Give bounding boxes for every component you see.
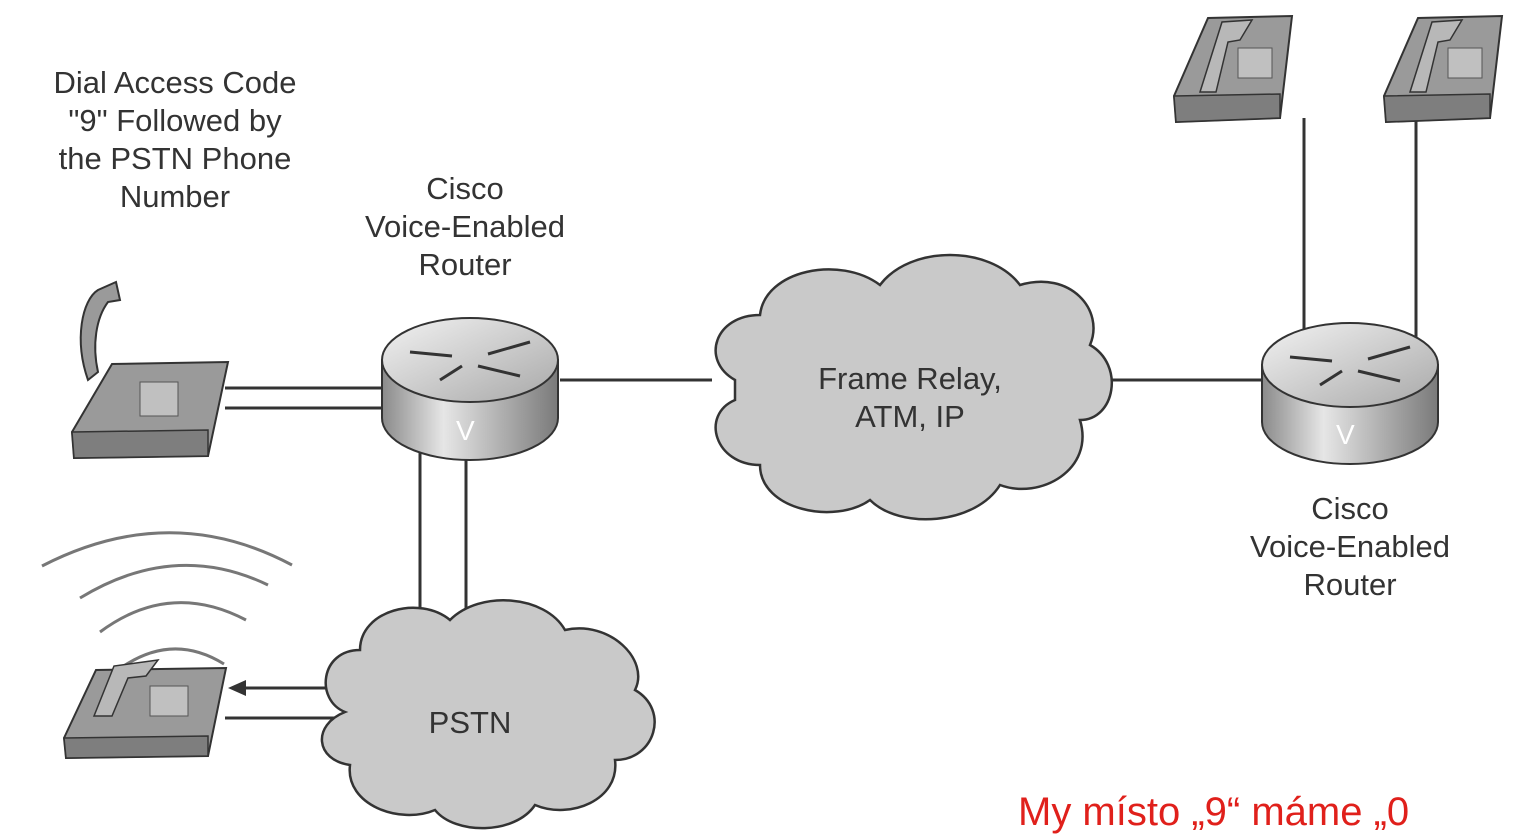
- router-right-label: Cisco Voice-Enabled Router: [1215, 490, 1485, 604]
- dial-line-1: Dial Access Code: [53, 65, 297, 100]
- router-left-line-2: Voice-Enabled: [365, 209, 565, 244]
- router-right-line-1: Cisco: [1311, 491, 1389, 526]
- dial-line-2: "9" Followed by: [68, 103, 282, 138]
- wireless-signal-icon: [41, 531, 293, 680]
- router-right-mark: V: [1336, 419, 1355, 450]
- connection-lines: [225, 118, 1418, 720]
- router-left-icon: [381, 317, 559, 461]
- wan-cloud-line-2: ATM, IP: [855, 399, 965, 434]
- dial-line-3: the PSTN Phone: [58, 141, 292, 176]
- phone-b-icon: [1382, 14, 1504, 124]
- phone-callee-icon: [62, 659, 228, 760]
- wan-cloud-icon: [714, 253, 1114, 521]
- call-arrow-icon: [228, 680, 246, 696]
- handset-icon: [79, 280, 122, 382]
- desk-phone-icon: [70, 360, 230, 460]
- router-right-icon: [1261, 322, 1439, 465]
- wan-cloud-line-1: Frame Relay,: [818, 361, 1002, 396]
- dial-line-4: Number: [119, 179, 231, 214]
- pstn-cloud-label: PSTN: [428, 705, 512, 740]
- router-right-line-2: Voice-Enabled: [1250, 529, 1450, 564]
- router-left-mark: V: [456, 415, 475, 446]
- dial-instruction-label: Dial Access Code "9" Followed by the PST…: [10, 64, 340, 216]
- wan-cloud-label: Frame Relay, ATM, IP: [770, 360, 1050, 436]
- router-left-line-3: Router: [418, 247, 512, 282]
- pstn-cloud-icon: [320, 599, 656, 830]
- router-left-label: Cisco Voice-Enabled Router: [330, 170, 600, 284]
- phone-a-icon: [1172, 14, 1294, 124]
- router-left-line-1: Cisco: [426, 171, 504, 206]
- note-text: My místo „9“ máme „0: [1018, 790, 1410, 834]
- router-right-line-3: Router: [1303, 567, 1397, 602]
